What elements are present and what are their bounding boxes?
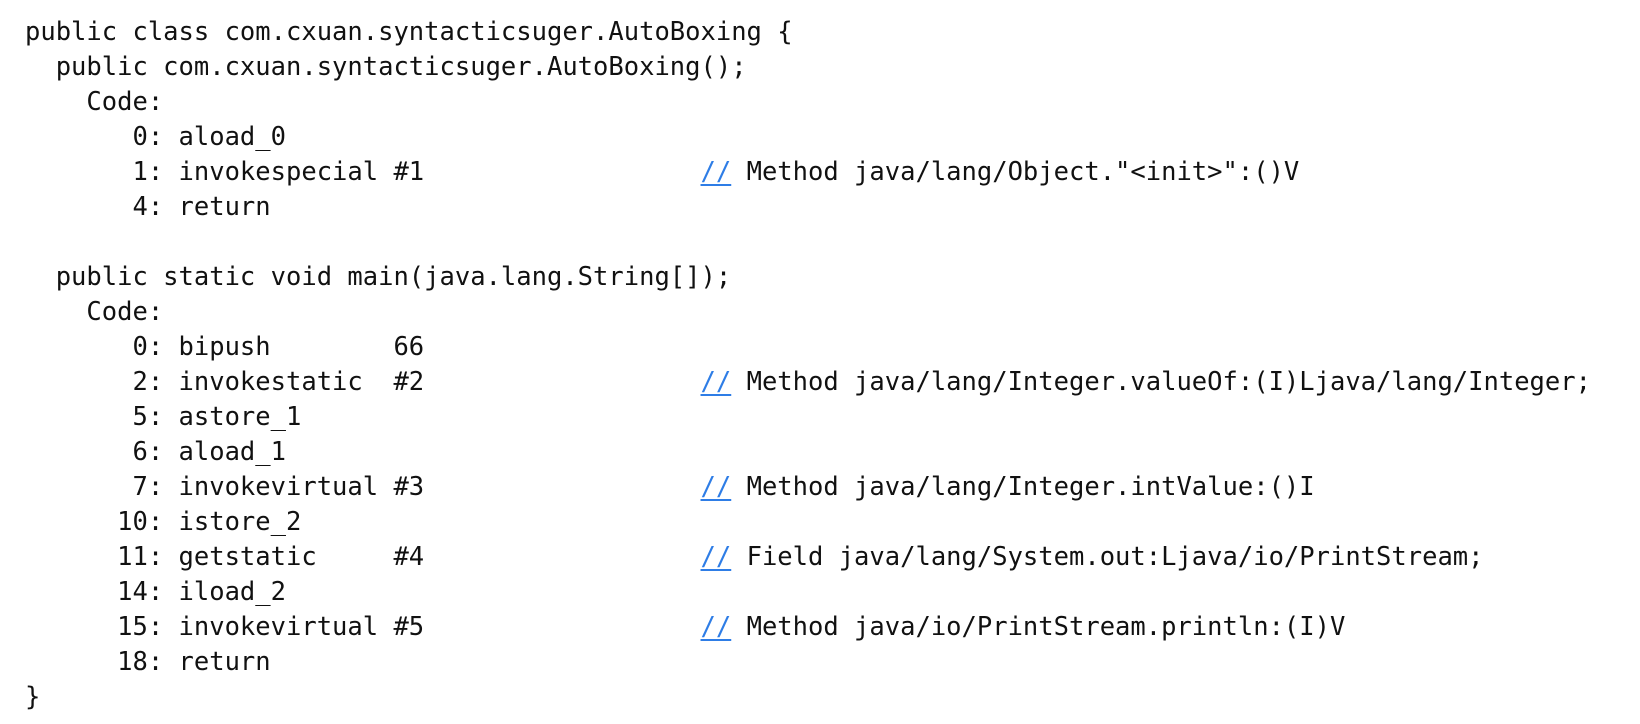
code-line: 11: getstatic #4 // Field java/lang/Syst… [25,540,1640,575]
comment-text: Field java/lang/System.out:Ljava/io/Prin… [731,542,1484,572]
code-text: public class com.cxuan.syntacticsuger.Au… [25,17,793,47]
code-text: 4: return [25,192,271,222]
code-line: public class com.cxuan.syntacticsuger.Au… [25,15,1640,50]
comment-text: Method java/lang/Integer.intValue:()I [731,472,1315,502]
code-text: 6: aload_1 [25,437,286,467]
code-text: 0: aload_0 [25,122,286,152]
code-line: 0: bipush 66 [25,330,1640,365]
code-line: Code: [25,85,1640,120]
code-line: 2: invokestatic #2 // Method java/lang/I… [25,365,1640,400]
code-line: 15: invokevirtual #5 // Method java/io/P… [25,610,1640,645]
code-text: 18: return [25,647,271,677]
code-text: 7: invokevirtual #3 [25,472,701,502]
code-text: 10: istore_2 [25,507,302,537]
code-line: Code: [25,295,1640,330]
comment-slashes-link[interactable]: // [700,612,732,642]
code-line [25,225,1640,260]
comment-text: Method java/io/PrintStream.println:(I)V [731,612,1346,642]
code-text: 15: invokevirtual #5 [25,612,701,642]
code-text: 2: invokestatic #2 [25,367,701,397]
code-line: public static void main(java.lang.String… [25,260,1640,295]
code-line: 18: return [25,645,1640,680]
code-text: Code: [25,87,164,117]
code-text: public com.cxuan.syntacticsuger.AutoBoxi… [25,52,747,82]
code-text: 1: invokespecial #1 [25,157,701,187]
code-line: public com.cxuan.syntacticsuger.AutoBoxi… [25,50,1640,85]
code-text: 11: getstatic #4 [25,542,701,572]
comment-slashes-link[interactable]: // [700,542,732,572]
comment-slashes-link[interactable]: // [700,157,732,187]
comment-text: Method java/lang/Integer.valueOf:(I)Ljav… [731,367,1591,397]
comment-text: Method java/lang/Object."<init>":()V [731,157,1300,187]
code-line: 7: invokevirtual #3 // Method java/lang/… [25,470,1640,505]
code-line: 6: aload_1 [25,435,1640,470]
code-line: 5: astore_1 [25,400,1640,435]
code-text: 5: astore_1 [25,402,302,432]
comment-slashes-link[interactable]: // [700,472,732,502]
code-line: 14: iload_2 [25,575,1640,610]
code-line: 0: aload_0 [25,120,1640,155]
code-line: } [25,680,1640,715]
code-text: 14: iload_2 [25,577,286,607]
code-line: 4: return [25,190,1640,225]
comment-slashes-link[interactable]: // [700,367,732,397]
code-line: 10: istore_2 [25,505,1640,540]
code-text: Code: [25,297,164,327]
code-line: 1: invokespecial #1 // Method java/lang/… [25,155,1640,190]
code-text: public static void main(java.lang.String… [25,262,732,292]
code-text: 0: bipush 66 [25,332,425,362]
code-text: } [25,682,41,712]
